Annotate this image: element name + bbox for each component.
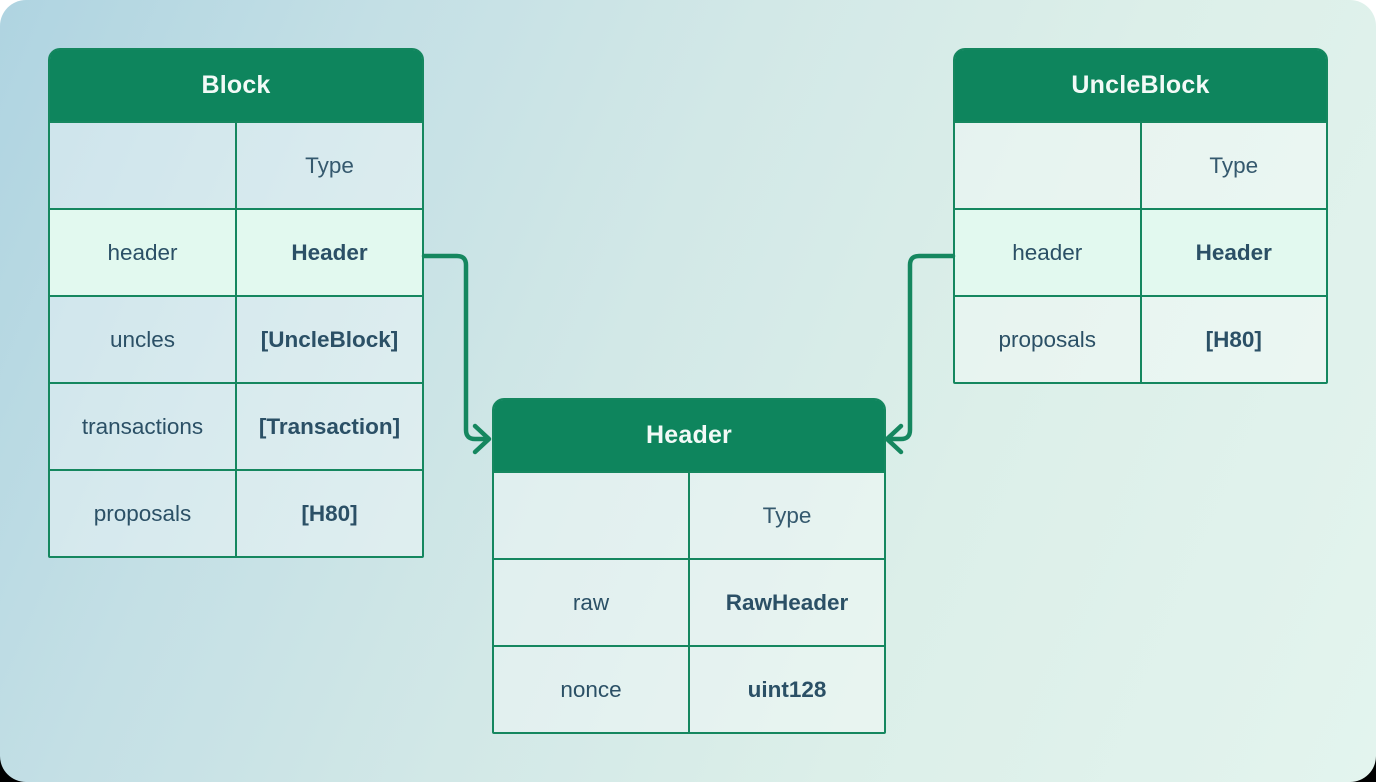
table-row-header-nonce: nonce uint128 <box>494 645 884 732</box>
table-header-row: Type <box>494 471 884 558</box>
connector-uncleblock-header-to-header <box>886 253 956 442</box>
field-name-cell: transactions <box>50 384 237 469</box>
field-type-cell: [UncleBlock] <box>237 297 422 382</box>
empty-corner-cell <box>494 473 690 558</box>
field-type-cell: Header <box>237 210 422 295</box>
entity-table-block: Block Type header Header uncles [UncleBl… <box>48 48 424 558</box>
table-header-row: Type <box>955 121 1326 208</box>
table-row-header-raw: raw RawHeader <box>494 558 884 645</box>
field-name-cell: nonce <box>494 647 690 732</box>
connector-block-header-to-header <box>421 253 490 442</box>
field-type-cell: uint128 <box>690 647 884 732</box>
field-type-cell: RawHeader <box>690 560 884 645</box>
empty-corner-cell <box>955 123 1142 208</box>
field-type-cell: [Transaction] <box>237 384 422 469</box>
field-name-cell: uncles <box>50 297 237 382</box>
field-name-cell: proposals <box>955 297 1142 382</box>
table-row-block-proposals: proposals [H80] <box>50 469 422 556</box>
entity-table-header: Header Type raw RawHeader nonce uint128 <box>492 398 886 734</box>
table-title-uncleblock: UncleBlock <box>955 50 1326 121</box>
field-name-cell: proposals <box>50 471 237 556</box>
field-type-cell: [H80] <box>237 471 422 556</box>
table-row-block-uncles: uncles [UncleBlock] <box>50 295 422 382</box>
arrowhead-right-icon <box>472 423 492 455</box>
type-column-header: Type <box>690 473 884 558</box>
field-type-cell: Header <box>1141 210 1326 295</box>
table-title-header: Header <box>494 400 884 471</box>
field-type-cell: [H80] <box>1141 297 1326 382</box>
table-header-row: Type <box>50 121 422 208</box>
table-title-block: Block <box>50 50 422 121</box>
table-row-block-header[interactable]: header Header <box>50 208 422 295</box>
table-row-block-transactions: transactions [Transaction] <box>50 382 422 469</box>
entity-table-uncleblock: UncleBlock Type header Header proposals … <box>953 48 1328 384</box>
type-column-header: Type <box>1141 123 1326 208</box>
field-name-cell: header <box>50 210 237 295</box>
arrowhead-left-icon <box>884 423 904 455</box>
table-row-uncleblock-proposals: proposals [H80] <box>955 295 1326 382</box>
table-row-uncleblock-header[interactable]: header Header <box>955 208 1326 295</box>
field-name-cell: header <box>955 210 1142 295</box>
field-name-cell: raw <box>494 560 690 645</box>
type-column-header: Type <box>237 123 422 208</box>
empty-corner-cell <box>50 123 237 208</box>
